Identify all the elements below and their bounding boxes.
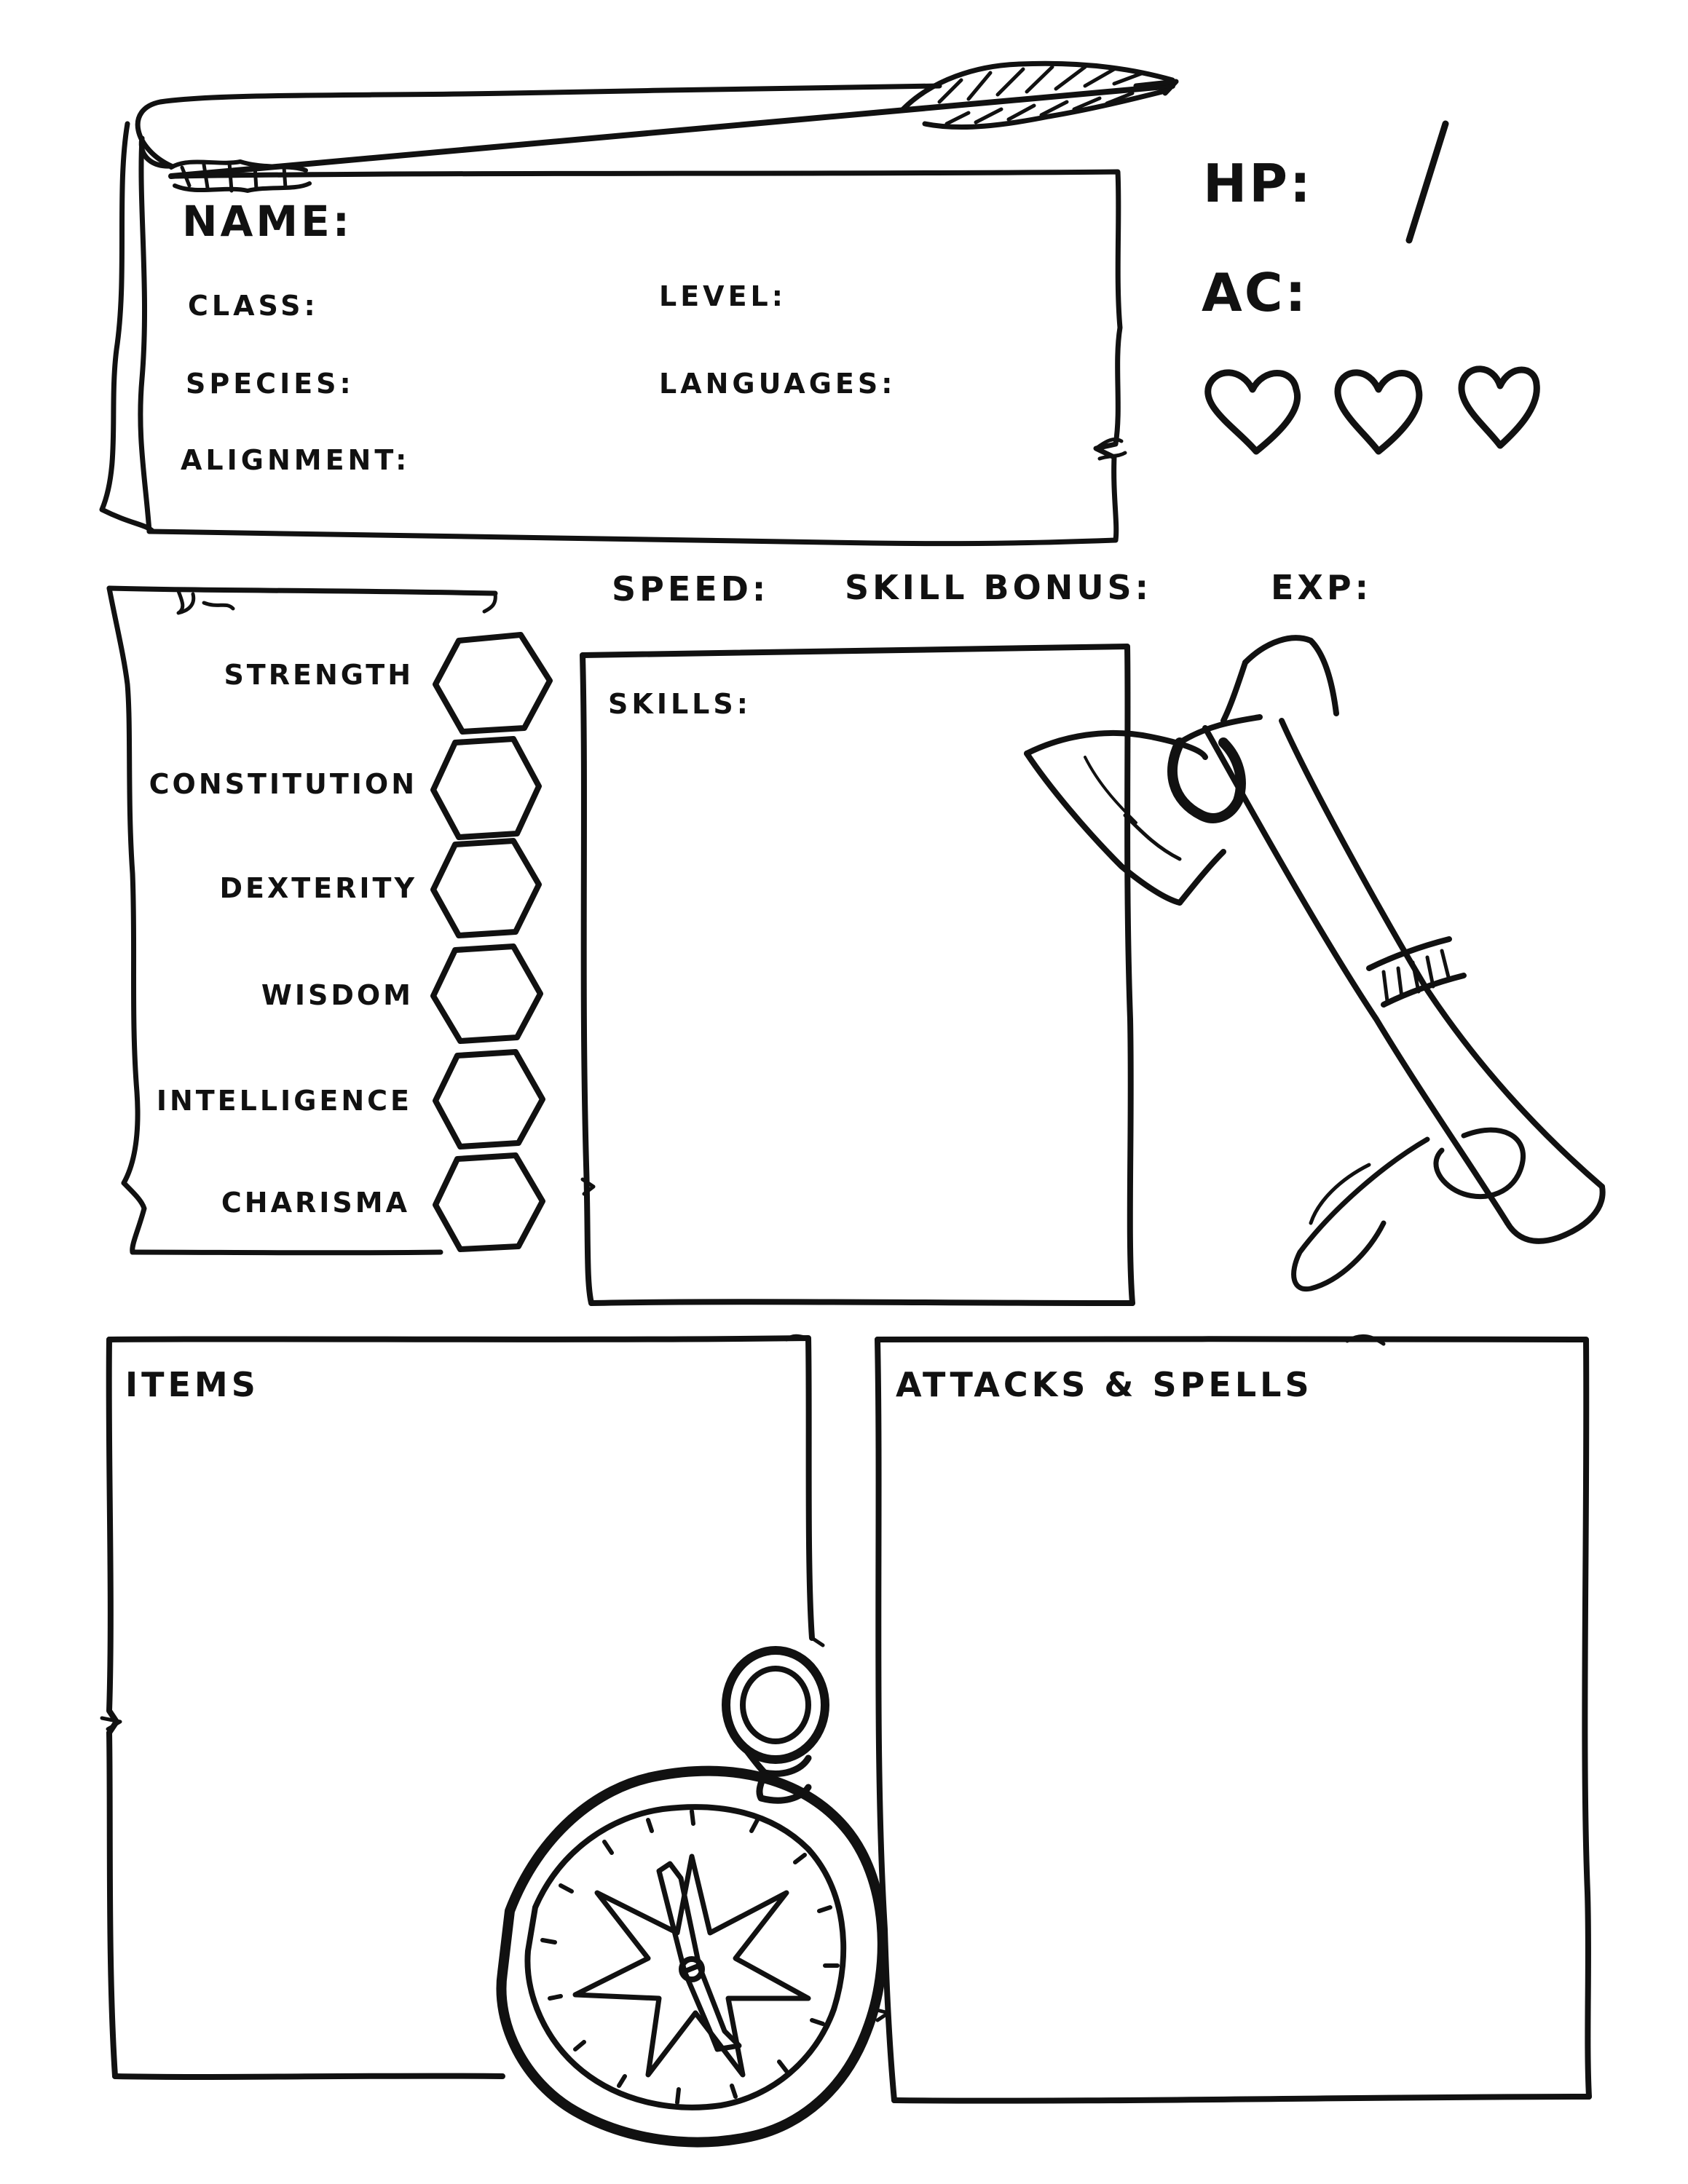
stats-scroll bbox=[106, 585, 498, 1256]
stat-value-charisma[interactable] bbox=[446, 1168, 533, 1238]
species-label: SPECIES: bbox=[186, 368, 355, 400]
hexagon-icon bbox=[430, 736, 542, 840]
hp-current-field[interactable] bbox=[1311, 153, 1398, 218]
heart-icon bbox=[1204, 369, 1301, 455]
stat-label-wisdom: WISDOM bbox=[261, 979, 414, 1011]
class-label: CLASS: bbox=[188, 290, 319, 322]
items-field[interactable] bbox=[127, 1420, 790, 2060]
alignment-label: ALIGNMENT: bbox=[181, 444, 411, 476]
stat-hexagons bbox=[430, 632, 553, 1252]
skills-box bbox=[580, 644, 1135, 1306]
heart-icon bbox=[1334, 369, 1423, 455]
skills-field[interactable] bbox=[604, 735, 1114, 1289]
class-field[interactable] bbox=[320, 288, 641, 328]
skill-bonus-label: SKILL BONUS: bbox=[845, 568, 1153, 607]
attacks-box bbox=[872, 1334, 1592, 2104]
level-label: LEVEL: bbox=[659, 280, 786, 312]
stat-value-intelligence[interactable] bbox=[446, 1067, 533, 1136]
stat-label-constitution: CONSTITUTION bbox=[149, 768, 417, 800]
stat-value-constitution[interactable] bbox=[444, 753, 532, 823]
items-box bbox=[100, 1334, 825, 2080]
stat-label-intelligence: INTELLIGENCE bbox=[156, 1085, 412, 1117]
languages-label: LANGUAGES: bbox=[659, 368, 896, 400]
alignment-field[interactable] bbox=[408, 440, 1063, 480]
stat-label-dexterity: DEXTERITY bbox=[219, 872, 417, 904]
hexagon-icon bbox=[433, 1152, 545, 1252]
stat-value-dexterity[interactable] bbox=[444, 855, 532, 925]
name-field[interactable] bbox=[320, 197, 1092, 248]
hexagon-icon bbox=[433, 1049, 545, 1150]
hearts bbox=[1204, 365, 1540, 455]
stat-value-strength[interactable] bbox=[448, 652, 539, 721]
identity-scroll bbox=[99, 83, 1127, 547]
hexagon-icon bbox=[433, 632, 553, 735]
heart-icon bbox=[1458, 365, 1540, 449]
stat-value-wisdom[interactable] bbox=[444, 961, 532, 1030]
hexagon-icon bbox=[430, 943, 543, 1044]
hp-label: HP: bbox=[1203, 153, 1313, 214]
ac-field[interactable] bbox=[1318, 262, 1537, 328]
ac-label: AC: bbox=[1202, 262, 1309, 323]
axe-icon bbox=[1024, 635, 1606, 1292]
stat-label-strength: STRENGTH bbox=[224, 659, 414, 691]
arrow-icon bbox=[168, 60, 1179, 193]
skills-label: SKILLS: bbox=[608, 688, 752, 720]
attacks-spells-label: ATTACKS & SPELLS bbox=[896, 1365, 1313, 1404]
compass-icon bbox=[496, 1646, 888, 2148]
hp-slash bbox=[1405, 120, 1449, 244]
attacks-spells-field[interactable] bbox=[899, 1420, 1569, 2082]
items-label: ITEMS bbox=[125, 1365, 259, 1404]
hp-max-field[interactable] bbox=[1449, 153, 1580, 218]
name-label: NAME: bbox=[182, 197, 352, 246]
exp-label: EXP: bbox=[1271, 568, 1372, 607]
species-field[interactable] bbox=[342, 364, 641, 404]
speed-label: SPEED: bbox=[612, 569, 770, 609]
stat-label-charisma: CHARISMA bbox=[221, 1187, 410, 1219]
hexagon-icon bbox=[430, 838, 542, 938]
languages-field[interactable] bbox=[896, 364, 1092, 404]
level-field[interactable] bbox=[801, 277, 1092, 317]
